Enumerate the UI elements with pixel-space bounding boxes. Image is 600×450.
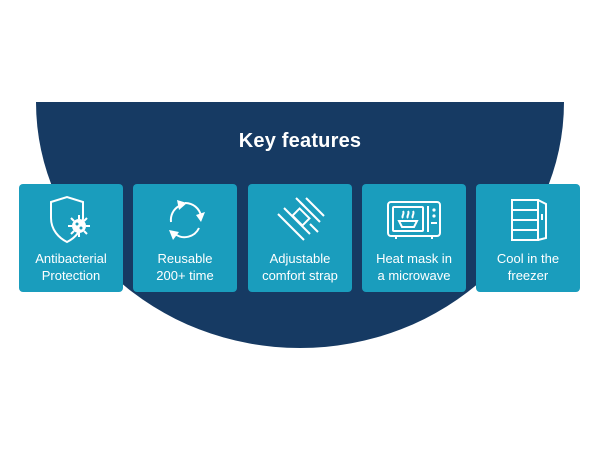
feature-label: Adjustable comfort strap bbox=[248, 250, 352, 284]
feature-label: Cool in the freezer bbox=[476, 250, 580, 284]
feature-card-reusable: Reusable 200+ time bbox=[133, 184, 237, 292]
microwave-icon bbox=[384, 194, 444, 246]
feature-card-microwave: Heat mask in a microwave bbox=[362, 184, 466, 292]
feature-label-line2: 200+ time bbox=[156, 268, 214, 283]
feature-card-freezer: Cool in the freezer bbox=[476, 184, 580, 292]
feature-label-line1: Adjustable bbox=[269, 251, 331, 266]
feature-label: Heat mask in a microwave bbox=[362, 250, 466, 284]
strap-buckle-icon bbox=[270, 194, 330, 246]
feature-label-line2: Protection bbox=[41, 268, 101, 283]
feature-card-strap: Adjustable comfort strap bbox=[248, 184, 352, 292]
feature-label-line1: Cool in the bbox=[496, 251, 560, 266]
freezer-icon bbox=[498, 194, 558, 246]
feature-label-line2: freezer bbox=[507, 268, 549, 283]
feature-label-line2: a microwave bbox=[377, 268, 451, 283]
feature-label-line1: Antibacterial bbox=[35, 251, 107, 266]
feature-label: Reusable 200+ time bbox=[133, 250, 237, 284]
feature-card-antibacterial: Antibacterial Protection bbox=[19, 184, 123, 292]
feature-label-line1: Reusable bbox=[157, 251, 213, 266]
feature-label: Antibacterial Protection bbox=[19, 250, 123, 284]
feature-label-line1: Heat mask in bbox=[376, 251, 452, 266]
shield-virus-icon bbox=[41, 194, 101, 246]
feature-label-line2: comfort strap bbox=[262, 268, 338, 283]
section-title: Key features bbox=[238, 130, 362, 152]
recycle-arrows-icon bbox=[155, 194, 215, 246]
